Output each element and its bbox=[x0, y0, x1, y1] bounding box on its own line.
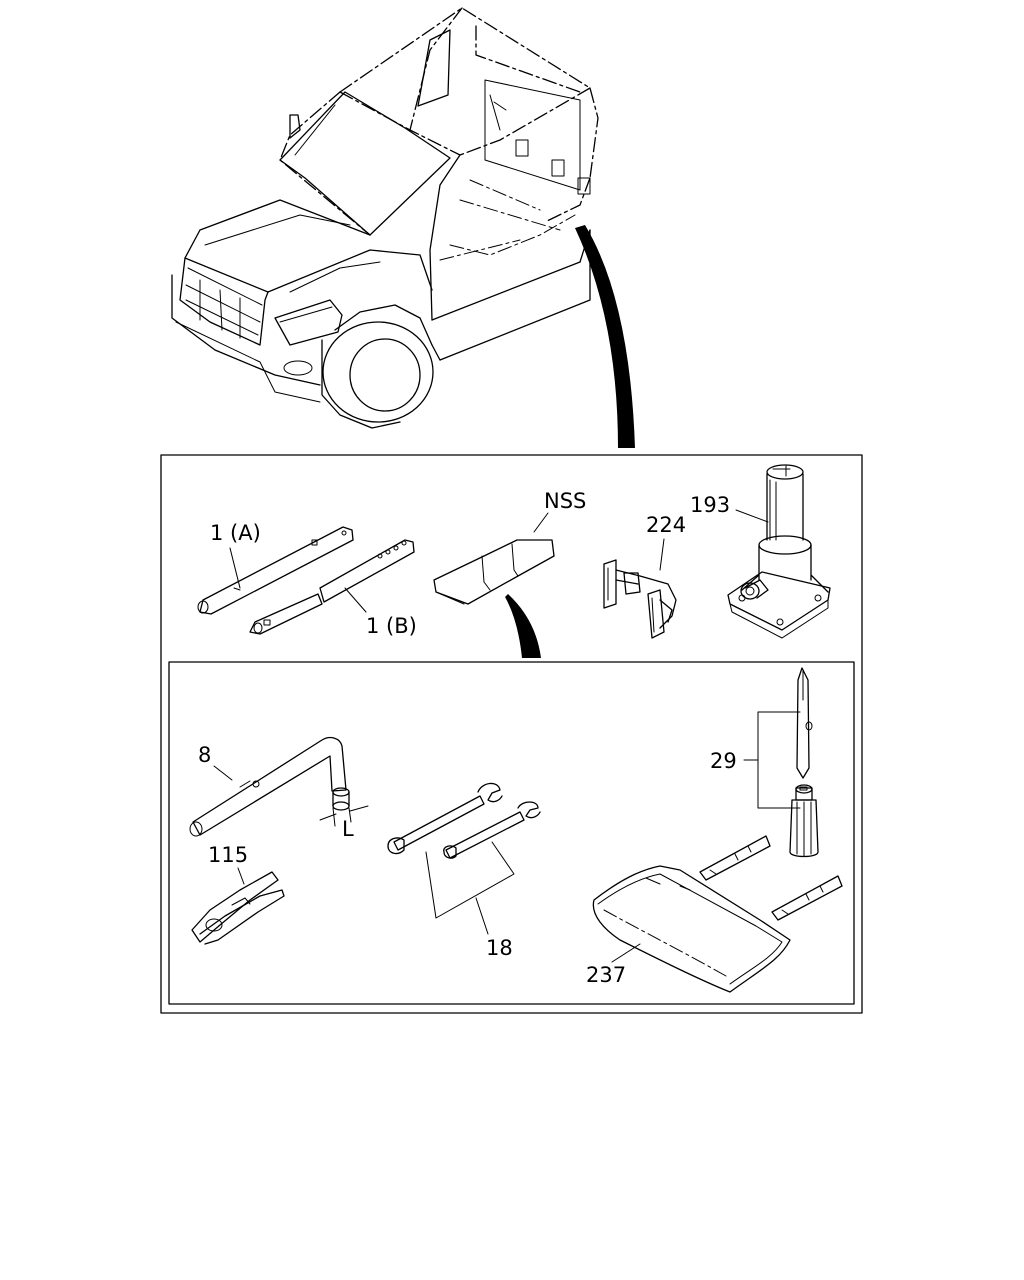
label-18: 18 bbox=[486, 936, 513, 960]
tool-set-frame bbox=[168, 661, 855, 1005]
tool-bag bbox=[592, 835, 843, 993]
wrench-bar-b bbox=[249, 539, 415, 635]
label-1a: 1 (A) bbox=[210, 521, 261, 545]
label-dimension-l: L bbox=[342, 817, 354, 841]
label-115: 115 bbox=[208, 843, 248, 867]
lug-wrench bbox=[189, 736, 369, 837]
vehicle-illustration bbox=[171, 7, 635, 448]
label-29: 29 bbox=[710, 749, 737, 773]
nss-pouch bbox=[433, 539, 555, 658]
wrench-bar-a bbox=[197, 526, 354, 615]
spanners bbox=[387, 782, 541, 859]
jack bbox=[727, 464, 831, 639]
label-8: 8 bbox=[198, 743, 211, 767]
pliers bbox=[191, 871, 285, 945]
tool-kit-frame bbox=[160, 454, 863, 1014]
label-237: 237 bbox=[586, 963, 626, 987]
label-193: 193 bbox=[690, 493, 730, 517]
label-224: 224 bbox=[646, 513, 686, 537]
label-nss: NSS bbox=[544, 489, 586, 513]
screwdriver bbox=[789, 667, 819, 858]
label-1b: 1 (B) bbox=[366, 614, 417, 638]
strap bbox=[603, 559, 677, 639]
